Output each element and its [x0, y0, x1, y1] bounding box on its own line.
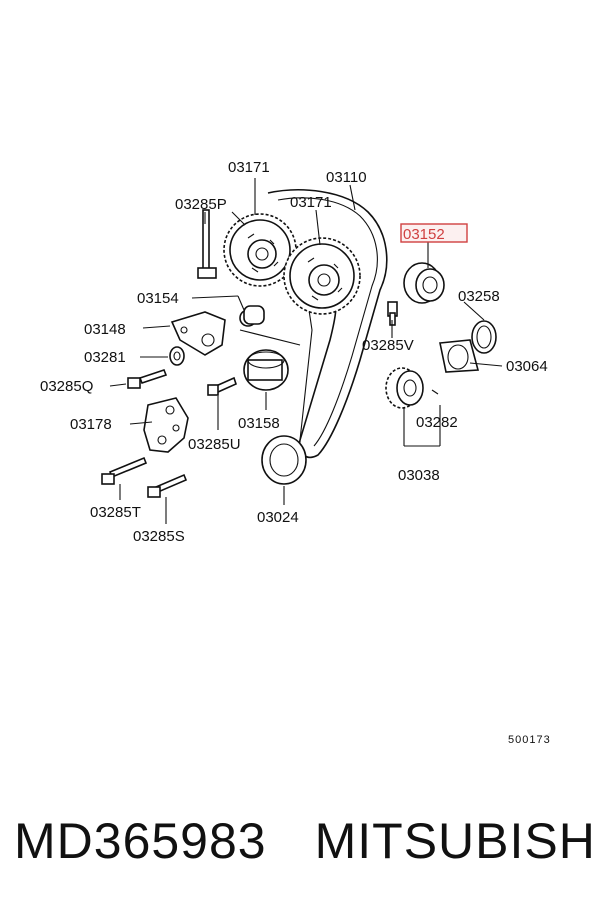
cam-sprocket-right — [283, 237, 361, 315]
bolt-03285U — [207, 376, 237, 396]
bolt-03285S — [147, 473, 188, 498]
bolt-03285Q — [127, 369, 168, 389]
label-03064: 03064 — [506, 358, 548, 375]
crank-flange — [439, 339, 480, 373]
timing-belt-exploded-diagram: 03171 03110 03285P 03171 03152 03258 031… — [40, 159, 551, 746]
crank-cover-plate — [261, 435, 307, 485]
label-03282: 03282 — [416, 414, 458, 431]
label-03178: 03178 — [70, 416, 112, 433]
label-03148: 03148 — [84, 321, 126, 338]
idler-bearing — [403, 262, 445, 304]
label-03285T: 03285T — [90, 504, 141, 521]
bolt-03285T — [101, 456, 148, 485]
brand-name: MITSUBISHI — [314, 813, 600, 869]
footer: MD365983 MITSUBISHI — [14, 806, 600, 876]
label-03285S: 03285S — [133, 528, 185, 545]
label-03171-left: 03171 — [228, 159, 270, 176]
tensioner-pulley — [239, 305, 265, 327]
label-03285U: 03285U — [188, 436, 241, 453]
washer — [169, 346, 185, 366]
label-03154: 03154 — [137, 290, 179, 307]
label-03285V: 03285V — [362, 337, 414, 354]
diagram-code: 500173 — [508, 734, 551, 746]
label-03158: 03158 — [238, 415, 280, 432]
highlight-box — [400, 223, 468, 243]
label-03152: 03152 — [403, 226, 445, 243]
label-03285P: 03285P — [175, 196, 227, 213]
cam-sprocket-left — [223, 213, 297, 287]
label-03171-right: 03171 — [290, 194, 332, 211]
label-03258: 03258 — [458, 288, 500, 305]
label-03281: 03281 — [84, 349, 126, 366]
bolt-03285P — [197, 209, 217, 279]
auto-tensioner — [243, 349, 289, 391]
part-number: MD365983 — [14, 813, 267, 869]
label-03024: 03024 — [257, 509, 299, 526]
label-03038: 03038 — [398, 467, 440, 484]
crank-sprocket — [385, 367, 439, 409]
tensioner-arm — [170, 311, 226, 356]
tensioner-bracket — [143, 397, 189, 453]
label-03110: 03110 — [326, 169, 367, 186]
seal-ring — [471, 320, 497, 354]
label-03285Q: 03285Q — [40, 378, 93, 395]
leader-lines — [109, 178, 503, 524]
